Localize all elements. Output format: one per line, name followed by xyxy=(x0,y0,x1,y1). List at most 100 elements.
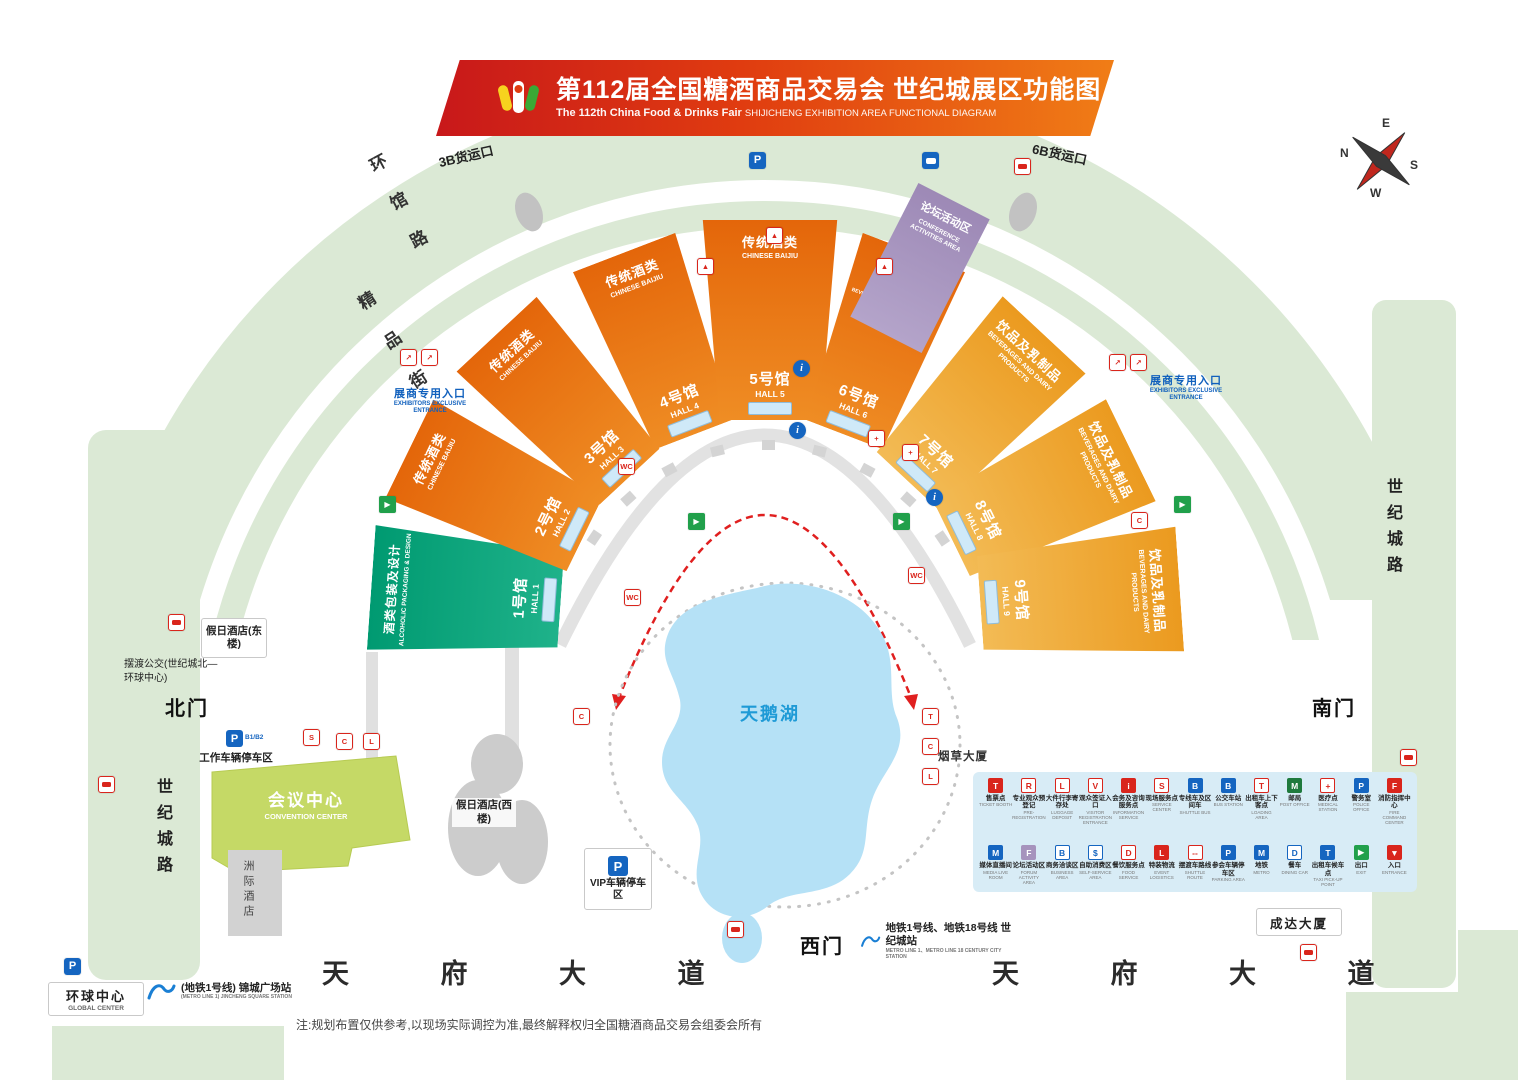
holiday-inn-east-label: 假日酒店(东楼) xyxy=(201,618,267,658)
legend-icon: B xyxy=(1187,778,1203,793)
legend-item: T 出租车上下客点 LOADING AREA xyxy=(1245,778,1278,821)
page-subtitle-en: SHIJICHENG EXHIBITION AREA FUNCTIONAL DI… xyxy=(744,108,997,120)
compass-rose: E N S W xyxy=(1338,116,1424,204)
legend-icon: ▼ xyxy=(1386,845,1402,861)
gate-icon: ▲ xyxy=(766,227,783,244)
metro-logo-icon xyxy=(147,984,176,1000)
legend-row-1: T 售票点 TICKET BOOTH R 专业观众预登记 PRE-REGISTR… xyxy=(979,778,1411,826)
medical-icon: + xyxy=(902,444,919,461)
legend-icon: M xyxy=(988,845,1004,861)
legend-item: L 大件行李寄存处 LUGGAGE DEPOSIT xyxy=(1045,778,1078,821)
page-title-en: The 112th China Food & Drinks Fair xyxy=(556,107,742,120)
park-strip-left xyxy=(88,430,200,980)
legend-item: F 论坛活动区 FORUM ACTIVITY AREA xyxy=(1012,845,1045,885)
luggage-icon: L xyxy=(922,768,939,785)
parking-icon: P xyxy=(64,958,81,975)
hall-number-en: HALL 5 xyxy=(755,389,785,399)
legend-icon: F xyxy=(1386,778,1402,793)
legend-label-en: SELF-SERVICE AREA xyxy=(1079,869,1112,880)
toilet-icon: WC xyxy=(624,589,641,606)
legend-label-en: EXIT xyxy=(1356,869,1367,875)
legend-item: S 现场服务点 SERVICE CENTER xyxy=(1145,778,1178,813)
legend-label-en: ENTRANCE xyxy=(1382,869,1407,875)
service-icon: S xyxy=(303,729,320,746)
info-icon: i xyxy=(926,489,943,506)
park-inner-arc xyxy=(211,201,1319,640)
metro-logo-icon xyxy=(861,936,881,947)
legend-item: R 专业观众预登记 PRE-REGISTRATION xyxy=(1012,778,1046,821)
legend-label-en: TICKET BOOTH xyxy=(979,802,1013,808)
parking-icon: P xyxy=(226,730,243,747)
vip-parking: P VIP车辆停车区 xyxy=(584,848,652,910)
gate-icon: ▲ xyxy=(876,258,893,275)
legend-label-en: METRO xyxy=(1253,869,1270,875)
legend-label-en: MEDIA LIVE ROOM xyxy=(983,869,1009,880)
metro-jincheng-station: (地铁1号线) 锦城广场站 (METRO LINE 1) JINCHENG SQ… xyxy=(146,980,296,1002)
legend-label-en: INFORMATION SERVICE xyxy=(1112,809,1145,820)
concourse-arc xyxy=(554,428,976,648)
legend-label: 特装物流 xyxy=(1148,862,1175,870)
legend-item: M 地铁 METRO xyxy=(1245,845,1278,875)
legend-label: 专线车及区间车 xyxy=(1178,795,1212,810)
legend-item: B 公交车站 BUS STATION xyxy=(1212,778,1245,808)
legend-label: 自助消费区 xyxy=(1079,862,1112,870)
legend-label-en: FORUM ACTIVITY AREA xyxy=(1018,869,1039,885)
drink-icon: C xyxy=(1131,512,1148,529)
legend-icon: D xyxy=(1287,845,1303,861)
page-title: 第112届全国糖酒商品交易会 世纪城展区功能图 xyxy=(556,75,1102,104)
convention-center-label: 会议中心 CONVENTION CENTER xyxy=(264,791,348,821)
intercontinental-building xyxy=(228,850,282,936)
exit-icon: ▶ xyxy=(688,513,705,530)
legend-label-en: FIRE COMMAND CENTER xyxy=(1382,809,1407,825)
metro-century-city-station: 地铁1号线、地铁18号线 世纪城站 METRO LINE 1、METRO LIN… xyxy=(860,922,1020,960)
legend-label-en: MEDICAL STATION xyxy=(1317,802,1338,813)
drink-icon: C xyxy=(336,733,353,750)
medical-icon: + xyxy=(868,430,885,447)
holiday-inn-west-label: 假日酒店(西楼) xyxy=(452,798,516,828)
hall-entrance xyxy=(748,402,792,415)
parking-icon: P xyxy=(608,856,628,876)
legend-label-en: POST OFFICE xyxy=(1279,802,1310,808)
escalator-icon: ↗ xyxy=(421,349,438,366)
legend-label-en: BUSINESS AREA xyxy=(1050,869,1074,880)
legend-label: 现场服务点 xyxy=(1145,795,1179,802)
legend-label: 论坛活动区 xyxy=(1012,862,1046,870)
drink-icon: C xyxy=(922,738,939,755)
map-legend: T 售票点 TICKET BOOTH R 专业观众预登记 PRE-REGISTR… xyxy=(973,772,1417,892)
info-icon: i xyxy=(793,360,810,377)
legend-label: 医疗点 xyxy=(1318,795,1338,802)
legend-item: F 消防指挥中心 FIRE COMMAND CENTER xyxy=(1378,778,1411,826)
legend-icon: M xyxy=(1253,845,1269,861)
legend-label: 地铁 xyxy=(1254,862,1268,870)
legend-label-en: EVENT LOGISTICS xyxy=(1149,869,1174,880)
legend-label: 消防指挥中心 xyxy=(1378,795,1411,810)
legend-icon: B xyxy=(1220,778,1236,793)
legend-icon: D xyxy=(1121,845,1137,861)
legend-icon: T xyxy=(988,778,1004,793)
compass-west: W xyxy=(1370,186,1382,200)
legend-label: 摆渡车路线 xyxy=(1178,862,1212,870)
legend-icon: i xyxy=(1121,778,1137,793)
legend-item: B 商务洽谈区 BUSINESS AREA xyxy=(1045,845,1078,880)
shuttle-bus-label: 摆渡公交(世纪城北—环球中心) xyxy=(124,659,218,684)
title-banner: 第112届全国糖酒商品交易会 世纪城展区功能图 The 112th China … xyxy=(436,60,1114,136)
legend-item: -- 摆渡车路线 SHUTTLE ROUTE xyxy=(1178,845,1211,880)
exit-icon: ▶ xyxy=(379,496,396,513)
legend-item: M 媒体直播间 MEDIA LIVE ROOM xyxy=(979,845,1012,880)
legend-item: ▶ 出口 EXIT xyxy=(1345,845,1378,875)
hall-number-en: HALL 9 xyxy=(1000,586,1013,617)
legend-item: P 警务室 POLICE OFFICE xyxy=(1345,778,1378,813)
lake-path-dotted xyxy=(608,581,962,909)
swan-lake xyxy=(662,583,901,917)
legend-row-2: M 媒体直播间 MEDIA LIVE ROOM F 论坛活动区 FORUM AC… xyxy=(979,845,1411,888)
info-icon: i xyxy=(789,422,806,439)
gate-icon: ▲ xyxy=(697,258,714,275)
legend-icon: -- xyxy=(1187,845,1203,861)
legend-label: 餐饮服务点 xyxy=(1112,862,1145,870)
legend-icon: L xyxy=(1154,845,1170,861)
work-vehicle-parking-label: 工作车辆停车区 xyxy=(199,752,273,764)
hall-entrance xyxy=(984,580,1000,625)
legend-item: D 餐饮服务点 FOOD SERVICE xyxy=(1112,845,1145,880)
legend-item: + 医疗点 MEDICAL STATION xyxy=(1311,778,1344,813)
west-gate: 西门 xyxy=(800,936,844,958)
